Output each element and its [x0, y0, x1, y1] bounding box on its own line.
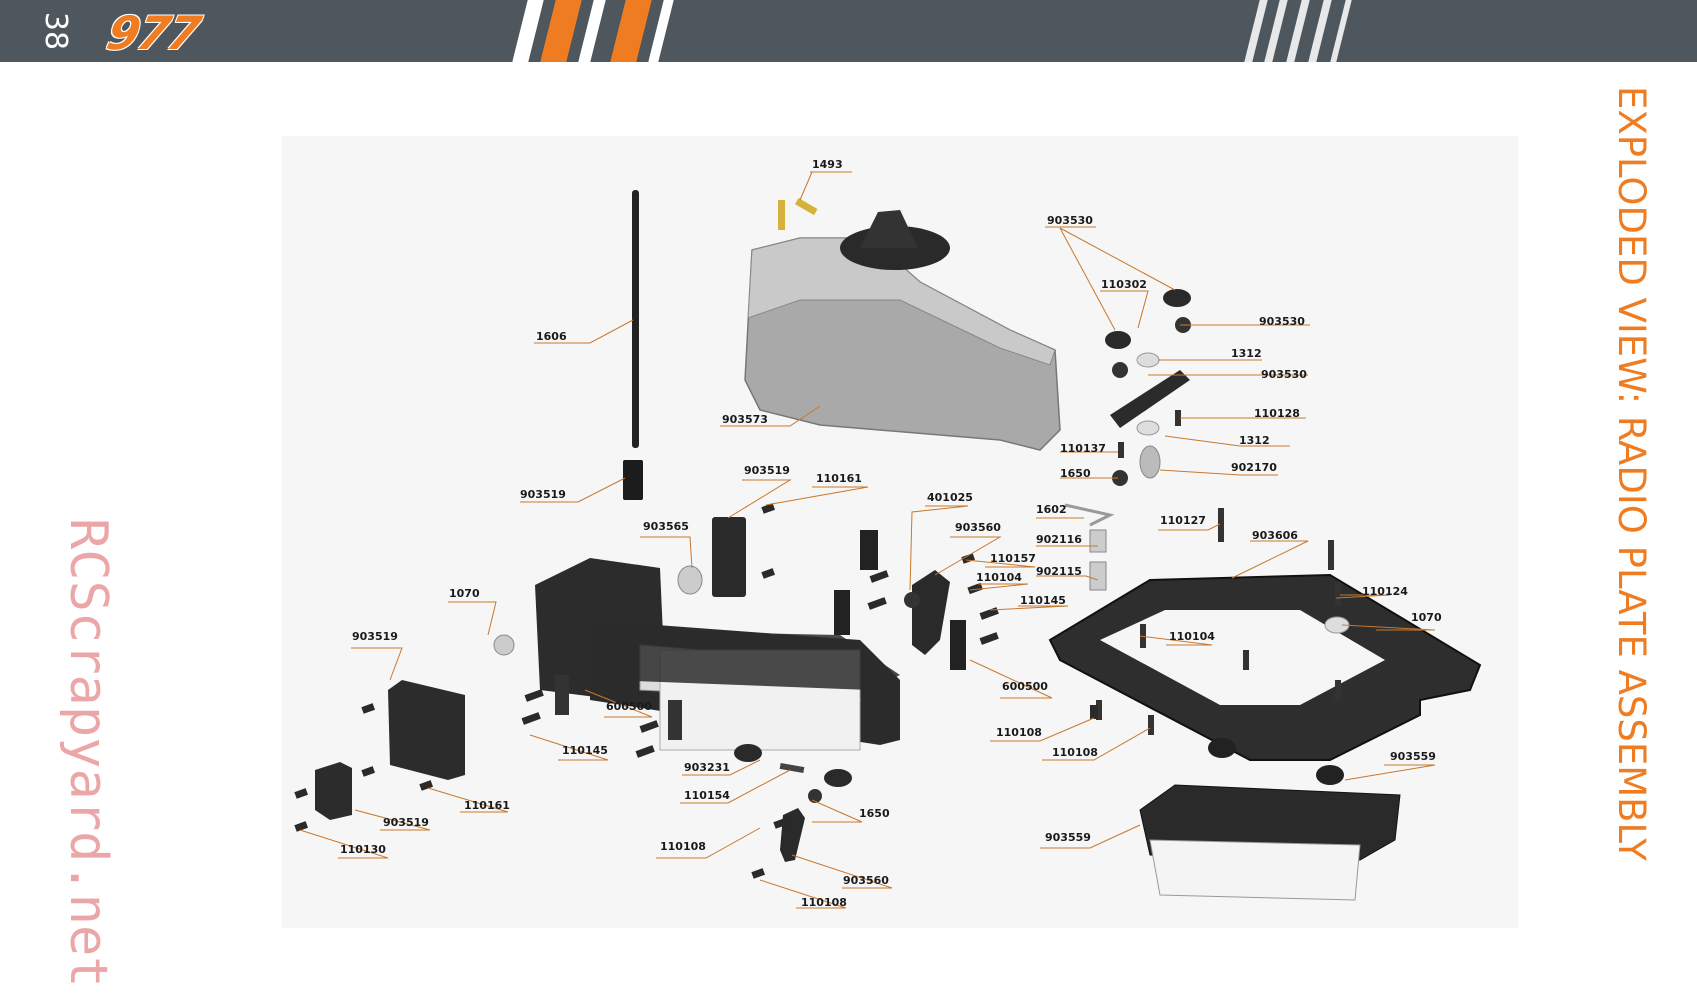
watermark: RCScrapyard.net — [58, 518, 118, 988]
part-label-401025: 401025 — [927, 491, 973, 504]
part-label-110108: 110108 — [996, 726, 1042, 739]
mount-post — [950, 620, 966, 670]
screws — [294, 503, 1098, 879]
part-label-902115: 902115 — [1036, 565, 1082, 578]
section-title: EXPLODED VIEW: RADIO PLATE ASSEMBLY — [1610, 86, 1653, 861]
screw — [1335, 582, 1341, 606]
part-label-903573: 903573 — [722, 413, 768, 426]
part-label-902116: 902116 — [1036, 533, 1082, 546]
part-label-902170: 902170 — [1231, 461, 1277, 474]
switch-mount — [712, 517, 746, 597]
clip — [1064, 503, 1115, 527]
part-label-1312: 1312 — [1239, 434, 1270, 447]
part-label-1650: 1650 — [1060, 467, 1091, 480]
part-label-600500: 600500 — [1002, 680, 1048, 693]
part-label-1312: 1312 — [1231, 347, 1262, 360]
part-label-903519: 903519 — [520, 488, 566, 501]
part-label-903606: 903606 — [1252, 529, 1298, 542]
receiver-case — [388, 680, 465, 780]
part-label-1606: 1606 — [536, 330, 567, 343]
ball-end — [1163, 289, 1191, 307]
part-label-110157: 110157 — [990, 552, 1036, 565]
screw — [1328, 540, 1334, 570]
screw — [1175, 410, 1181, 426]
nut — [808, 789, 822, 803]
part-label-903565: 903565 — [643, 520, 689, 533]
part-label-110130: 110130 — [340, 843, 386, 856]
washer — [1136, 352, 1160, 368]
servo-horn — [780, 808, 805, 862]
nut — [1112, 470, 1128, 486]
part-label-903560: 903560 — [955, 521, 1001, 534]
part-label-903519: 903519 — [744, 464, 790, 477]
part-label-110108: 110108 — [1052, 746, 1098, 759]
mount-post — [555, 675, 569, 715]
screw — [1218, 508, 1224, 542]
screw — [1148, 715, 1154, 735]
servo-mount-rail — [600, 630, 900, 690]
part-label-110161: 110161 — [816, 472, 862, 485]
part-label-903530: 903530 — [1259, 315, 1305, 328]
servo-saver — [1139, 445, 1161, 479]
washer — [1136, 420, 1160, 436]
part-label-600500: 600500 — [606, 700, 652, 713]
standoff — [1089, 561, 1107, 591]
grommet — [677, 565, 703, 595]
ball-stud — [1112, 362, 1128, 378]
screw — [1335, 680, 1341, 700]
header-bar: 38 977 — [0, 0, 1697, 62]
part-label-903519: 903519 — [383, 816, 429, 829]
servo-horn — [912, 570, 950, 655]
foam-pad — [1208, 738, 1236, 758]
part-label-110104: 110104 — [976, 571, 1022, 584]
part-label-110145: 110145 — [1020, 594, 1066, 607]
part-label-1650: 1650 — [859, 807, 890, 820]
mount-post — [834, 590, 850, 635]
part-label-903559: 903559 — [1045, 831, 1091, 844]
mount-post — [860, 530, 878, 570]
part-label-1602: 1602 — [1036, 503, 1067, 516]
part-label-110127: 110127 — [1160, 514, 1206, 527]
part-label-110154: 110154 — [684, 789, 730, 802]
screw — [1243, 650, 1249, 670]
fuel-tank — [744, 198, 1061, 451]
mount-post — [668, 700, 682, 740]
part-label-110145: 110145 — [562, 744, 608, 757]
nut — [904, 592, 920, 608]
battery-cells — [1149, 839, 1361, 901]
part-label-903530: 903530 — [1261, 368, 1307, 381]
switch — [315, 762, 352, 820]
part-label-110302: 110302 — [1101, 278, 1147, 291]
part-label-903559: 903559 — [1390, 750, 1436, 763]
part-label-903519: 903519 — [352, 630, 398, 643]
part-label-1070: 1070 — [449, 587, 480, 600]
part-label-110137: 110137 — [1060, 442, 1106, 455]
grommet — [493, 634, 515, 656]
leader-lines — [299, 171, 1436, 909]
foam-pad — [1316, 765, 1344, 785]
servo-saver-arm — [1110, 370, 1190, 428]
screw — [1118, 442, 1124, 458]
standoff — [1089, 529, 1107, 553]
part-label-1493: 1493 — [812, 158, 843, 171]
turnbuckle — [779, 762, 805, 774]
part-label-110108: 110108 — [660, 840, 706, 853]
part-label-903530: 903530 — [1047, 214, 1093, 227]
part-label-110124: 110124 — [1362, 585, 1408, 598]
antenna-tube — [632, 190, 639, 448]
antenna-mount — [623, 460, 643, 500]
rod-end — [824, 769, 852, 787]
part-label-1070: 1070 — [1411, 611, 1442, 624]
part-label-903560: 903560 — [843, 874, 889, 887]
part-label-903231: 903231 — [684, 761, 730, 774]
part-label-110104: 110104 — [1169, 630, 1215, 643]
ball-end — [1105, 331, 1131, 349]
part-label-110108: 110108 — [801, 896, 847, 909]
part-label-110128: 110128 — [1254, 407, 1300, 420]
rod-end — [734, 744, 762, 762]
radio-plate-cutout — [1100, 610, 1385, 705]
part-label-110161: 110161 — [464, 799, 510, 812]
screw — [1096, 700, 1102, 720]
